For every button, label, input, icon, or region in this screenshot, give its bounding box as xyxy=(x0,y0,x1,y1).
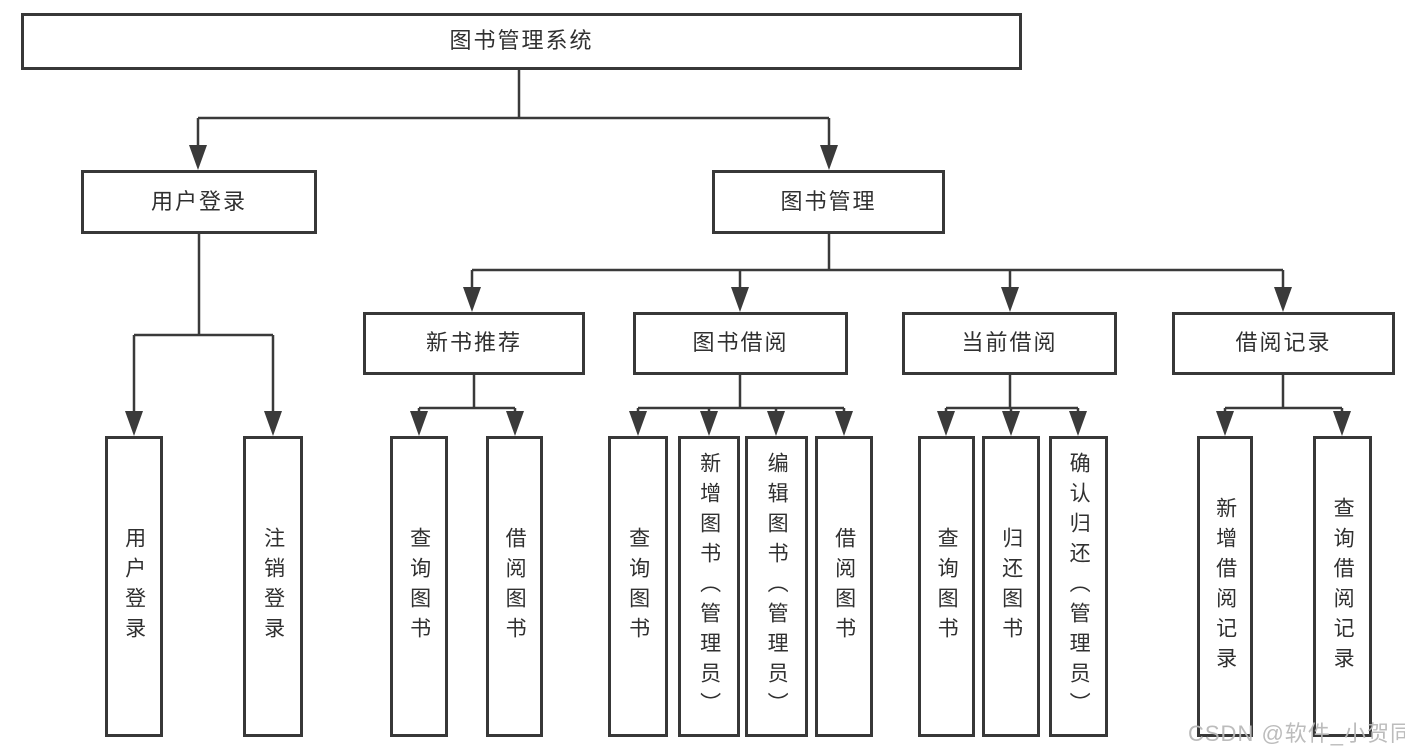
leaf-logout: 注销登录 xyxy=(243,436,303,737)
node-user-login: 用户登录 xyxy=(81,170,317,234)
leaf-borrowing-add-books-admin: 新增图书（管理员） xyxy=(678,436,740,737)
leaf-current-return-books: 归还图书 xyxy=(982,436,1040,737)
leaf-current-confirm-return-admin: 确认归还（管理员） xyxy=(1049,436,1108,737)
leaf-records-add-record: 新增借阅记录 xyxy=(1197,436,1253,737)
leaf-current-query-books: 查询图书 xyxy=(918,436,975,737)
node-library-system: 图书管理系统 xyxy=(21,13,1022,70)
arrowheads xyxy=(125,145,1351,436)
node-current-borrowing: 当前借阅 xyxy=(902,312,1117,375)
watermark: CSDN @软件_小贺同学 xyxy=(1188,721,1405,746)
leaf-records-query-record: 查询借阅记录 xyxy=(1313,436,1372,737)
node-borrowing-records: 借阅记录 xyxy=(1172,312,1395,375)
node-new-book-recommendation: 新书推荐 xyxy=(363,312,585,375)
node-book-management: 图书管理 xyxy=(712,170,945,234)
node-book-borrowing: 图书借阅 xyxy=(633,312,848,375)
leaf-user-login: 用户登录 xyxy=(105,436,163,737)
leaf-recommend-query-books: 查询图书 xyxy=(390,436,448,737)
leaf-recommend-borrow-books: 借阅图书 xyxy=(486,436,543,737)
leaf-borrowing-edit-books-admin: 编辑图书（管理员） xyxy=(745,436,808,737)
leaf-borrowing-query-books: 查询图书 xyxy=(608,436,668,737)
leaf-borrowing-borrow-books: 借阅图书 xyxy=(815,436,873,737)
